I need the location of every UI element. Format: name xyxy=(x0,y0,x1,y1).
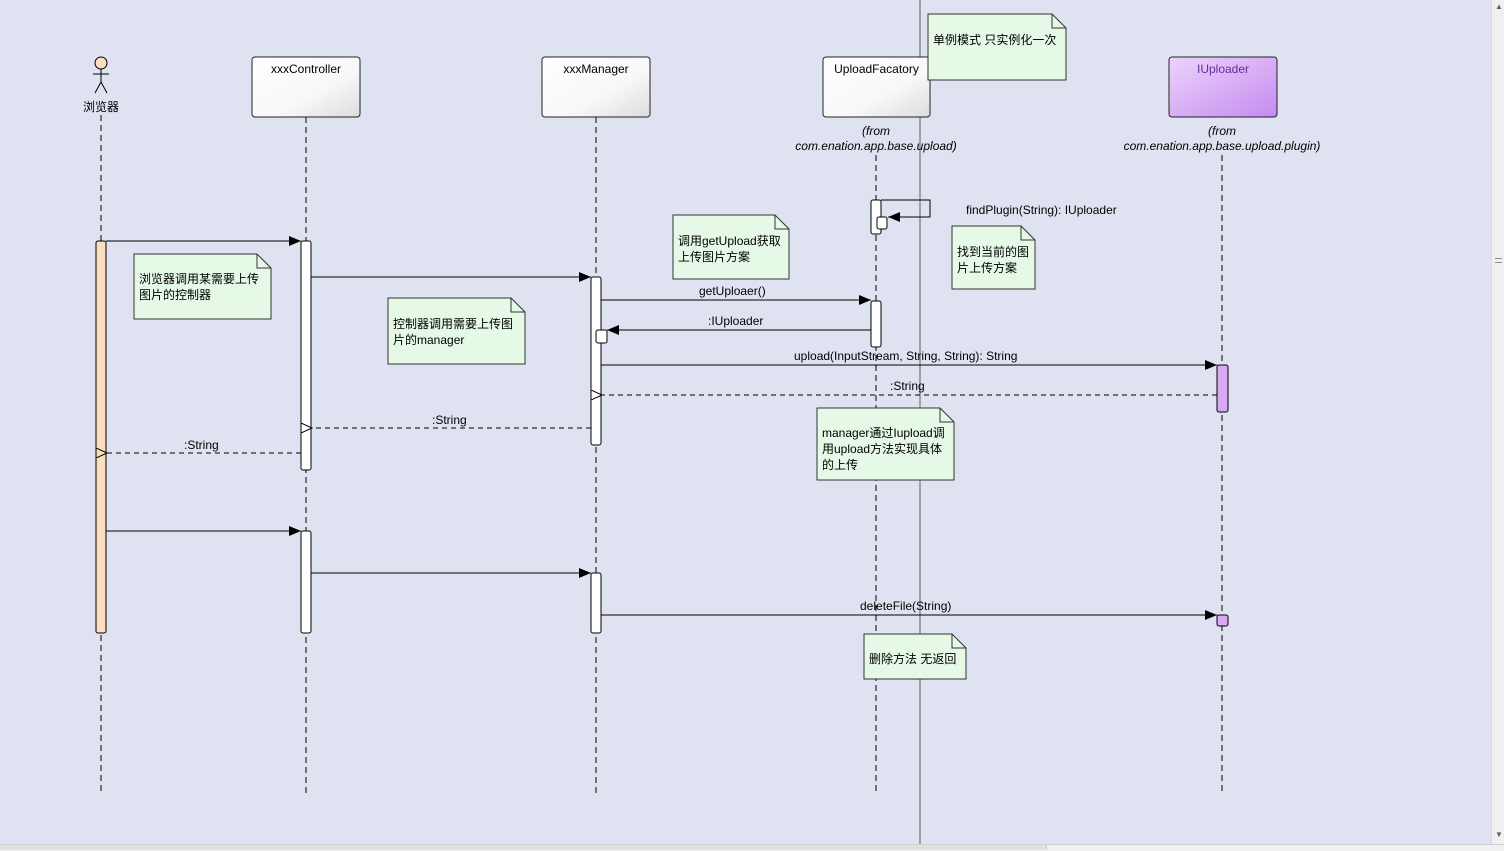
factory-box xyxy=(822,56,931,118)
horizontal-scrollbar[interactable] xyxy=(0,844,1504,851)
activation-browser xyxy=(95,240,107,634)
activation-manager-nested xyxy=(595,329,608,344)
msg-label-getuploader: getUploaer() xyxy=(699,284,766,298)
note-controller-call: 控制器调用需要上传图片的manager xyxy=(393,317,514,347)
activation-factory-2 xyxy=(870,300,882,348)
note-browser-call: 浏览器调用某需要上传图片的控制器 xyxy=(139,272,260,302)
uploader-box xyxy=(1168,56,1278,118)
scroll-down-icon[interactable]: ▼ xyxy=(1495,830,1503,839)
note-delete: 删除方法 无返回 xyxy=(869,652,957,666)
msg-label-deletefile: deleteFile(String) xyxy=(860,599,952,613)
note-browser-shape xyxy=(133,253,272,320)
msg-label-return-iuploader: :IUploader xyxy=(708,314,764,328)
uploader-from-line2: com.enation.app.base.upload.plugin) xyxy=(1123,139,1321,153)
note-get-upload: 调用getUpload获取上传图片方案 xyxy=(678,234,781,264)
msg-label-return-string-manager: :String xyxy=(432,413,467,427)
note-findcurrent-shape xyxy=(951,225,1036,290)
horizontal-scroll-thumb[interactable] xyxy=(0,845,1047,850)
note-manager-shape xyxy=(816,407,955,481)
activation-uploader-1 xyxy=(1216,364,1229,413)
msg-label-return-string-upload: :String xyxy=(890,379,925,393)
activation-controller-1 xyxy=(300,240,312,471)
uploader-from-line1: (from xyxy=(1208,124,1236,138)
note-getupload-shape xyxy=(672,214,790,280)
msg-label-return-string-controller: :String xyxy=(184,438,219,452)
uploader-label: IUploader xyxy=(1196,62,1250,76)
scroll-thumb-grip[interactable] xyxy=(1495,258,1502,259)
msg-label-upload: upload(InputStream, String, String): Str… xyxy=(794,349,1018,363)
activation-manager-1 xyxy=(590,276,602,446)
scroll-up-icon[interactable]: ▲ xyxy=(1495,2,1503,11)
factory-label: UploadFacatory xyxy=(834,62,919,76)
note-singleton-shape xyxy=(927,13,1067,81)
vertical-scrollbar[interactable]: ▲ ▼ xyxy=(1491,0,1504,844)
controller-box xyxy=(251,56,361,118)
note-delete-shape xyxy=(863,633,967,680)
factory-from-line2: com.enation.app.base.upload) xyxy=(795,139,957,153)
actor-icon xyxy=(93,56,109,94)
note-find-current: 找到当前的图片上传方案 xyxy=(957,245,1030,275)
activation-factory-self xyxy=(876,216,888,230)
manager-label: xxxManager xyxy=(563,62,629,76)
manager-box xyxy=(541,56,651,118)
activation-uploader-2 xyxy=(1216,614,1229,627)
factory-from-line1: (from xyxy=(862,124,890,138)
actor-label: 浏览器 xyxy=(82,100,119,114)
note-controller-shape xyxy=(387,297,526,365)
note-singleton: 单例模式 只实例化一次 xyxy=(933,33,1057,47)
controller-label: xxxController xyxy=(270,62,342,76)
activation-manager-2 xyxy=(590,572,602,634)
note-manager-upload: manager通过Iupload调用upload方法实现具体的上传 xyxy=(822,426,945,472)
msg-self-findplugin xyxy=(881,199,931,222)
activation-controller-2 xyxy=(300,530,312,634)
msg-label-findplugin: findPlugin(String): IUploader xyxy=(966,203,1117,217)
